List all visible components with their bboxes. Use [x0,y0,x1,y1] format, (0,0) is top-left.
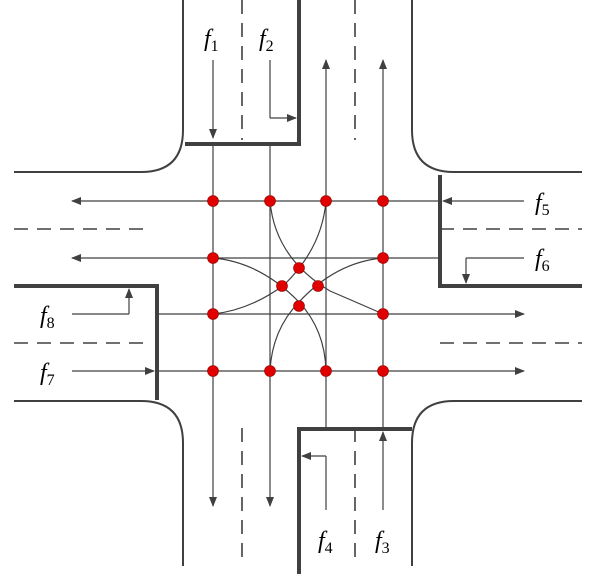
conflict-point [207,365,219,377]
conflict-point [320,195,332,207]
flow-label-f2: f2 [259,26,274,55]
conflict-point [312,280,324,292]
conflict-point [207,252,219,264]
left-turn-curves [212,200,384,372]
conflict-point [293,300,305,312]
conflict-point [377,308,389,320]
flow-label-f3: f3 [375,528,390,557]
flow-label-f5: f5 [535,190,550,219]
conflict-point [276,280,288,292]
conflict-point [377,252,389,264]
conflict-point [320,365,332,377]
conflict-point [207,308,219,320]
conflict-point [207,195,219,207]
conflict-points [207,195,389,377]
flow-label-f8: f8 [40,303,55,332]
conflict-point [293,262,305,274]
conflict-point [377,365,389,377]
conflict-point [264,195,276,207]
conflict-point [377,195,389,207]
stop-lines [14,0,582,574]
lane-markings [14,0,582,566]
flow-label-f4: f4 [318,528,333,557]
flow-label-f1: f1 [204,26,219,55]
flow-labels: f1 f2 f3 f4 f5 f6 f7 f8 [40,26,550,557]
flow-label-f7: f7 [40,360,55,389]
flow-label-f6: f6 [535,246,550,275]
road-edges [14,0,582,566]
conflict-point [264,365,276,377]
